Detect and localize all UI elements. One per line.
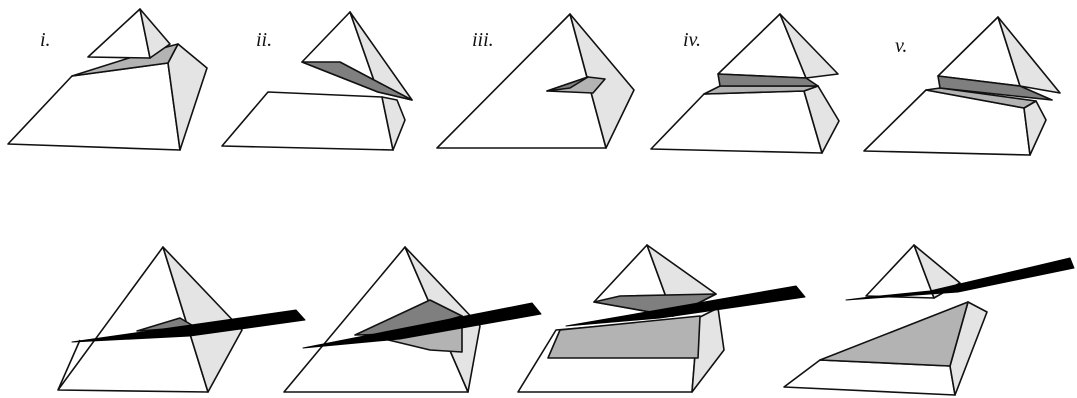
pyramid-tip — [88, 9, 170, 58]
whole-pyramid — [437, 14, 634, 148]
pyramid-tip — [302, 12, 412, 100]
pyramid-tip — [938, 17, 1060, 100]
panel-iii: iii. — [437, 14, 634, 148]
cut-surface — [820, 302, 968, 366]
frustum-base — [784, 302, 987, 395]
panel-label-v: v. — [895, 35, 907, 57]
frustum-front-face — [8, 63, 180, 150]
frustum-base — [864, 88, 1046, 155]
panel-i: i. — [8, 9, 207, 150]
frustum-front-face — [651, 91, 822, 153]
tip-front-face — [938, 17, 1020, 86]
frustum-base — [222, 92, 405, 150]
panel-v: v. — [864, 17, 1060, 155]
pyramid-tip — [718, 14, 838, 86]
frustum-front-face — [222, 92, 393, 150]
panel-label-iv: iv. — [683, 29, 701, 51]
cut-surface-lower — [548, 316, 700, 358]
whole-pyramid — [58, 247, 242, 392]
panel-label-i: i. — [40, 29, 51, 51]
frustum-base — [8, 44, 207, 150]
panel-blade-4 — [784, 245, 1074, 395]
panel-iv: iv. — [651, 14, 839, 153]
panel-blade-3 — [518, 245, 805, 392]
panel-label-iii: iii. — [472, 29, 494, 51]
panel-ii: ii. — [222, 12, 412, 150]
panel-blade-2 — [284, 247, 541, 392]
panel-label-ii: ii. — [256, 29, 272, 51]
panel-blade-1 — [58, 247, 305, 392]
frustum-base — [651, 86, 839, 153]
